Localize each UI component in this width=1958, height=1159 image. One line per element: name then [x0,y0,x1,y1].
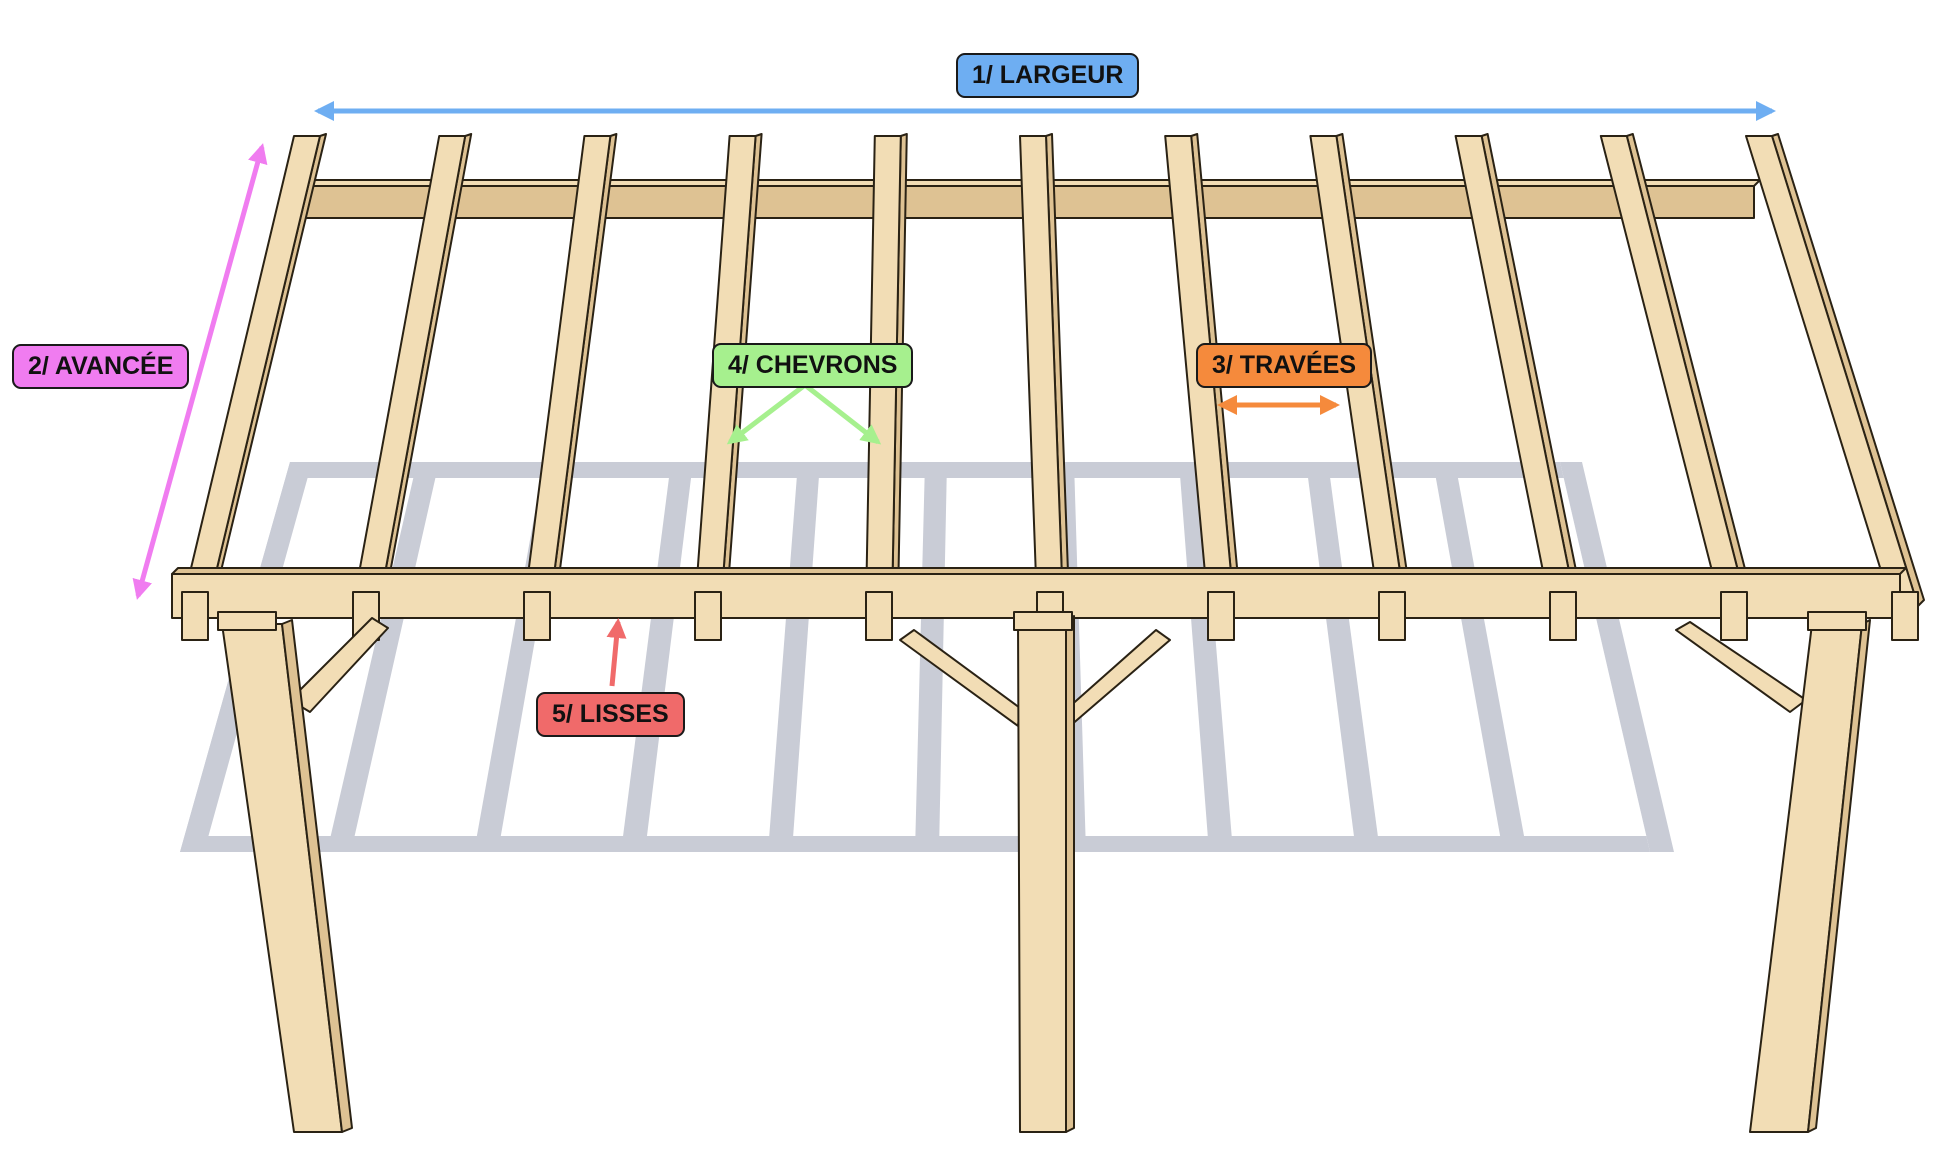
rafter-shadow [621,462,693,852]
post-center-cap [1013,611,1073,631]
rafter-end [1207,591,1235,641]
rafter-shadow [1560,462,1674,852]
post-center [1017,619,1067,1133]
rafter-end [1891,591,1919,641]
rafter-shadow [1179,462,1233,852]
travees-label: 3/ TRAVÉES [1196,343,1373,388]
rafter-shadow [1306,462,1380,852]
posts [217,611,1871,1133]
lisses-arrow [606,618,627,687]
chevrons-label: 4/ CHEVRONS [712,343,914,388]
rafter-shadow [1433,462,1527,852]
post-right [1749,623,1863,1133]
rafters [181,133,1925,607]
rafter-end [181,591,209,641]
front-beam-top [171,567,1907,575]
rafter-end [865,591,893,641]
chevrons-arrow-right [803,383,882,445]
rafter-end [523,591,551,641]
rafter-shadow [768,462,820,852]
rafter-shadow [327,462,439,852]
post-right-cap [1807,611,1867,631]
post-right-side [1807,619,1871,1133]
post-left-cap [217,611,277,631]
post-center-side [1065,615,1075,1133]
rafter-end [694,591,722,641]
rafter-end [1378,591,1406,641]
rafter-top [1745,135,1919,607]
rafter-end [1549,591,1577,641]
rafter-ends [181,591,1919,641]
avancee-arrow [132,143,268,600]
rafter-side [1771,133,1925,607]
post-left-side [281,619,353,1133]
avancee-label: 2/ AVANCÉE [12,344,190,389]
chevrons-arrow-left [726,383,807,445]
rafter-end [1720,591,1748,641]
lisses-label: 5/ LISSES [536,692,685,737]
largeur-label: 1/ LARGEUR [956,53,1140,98]
